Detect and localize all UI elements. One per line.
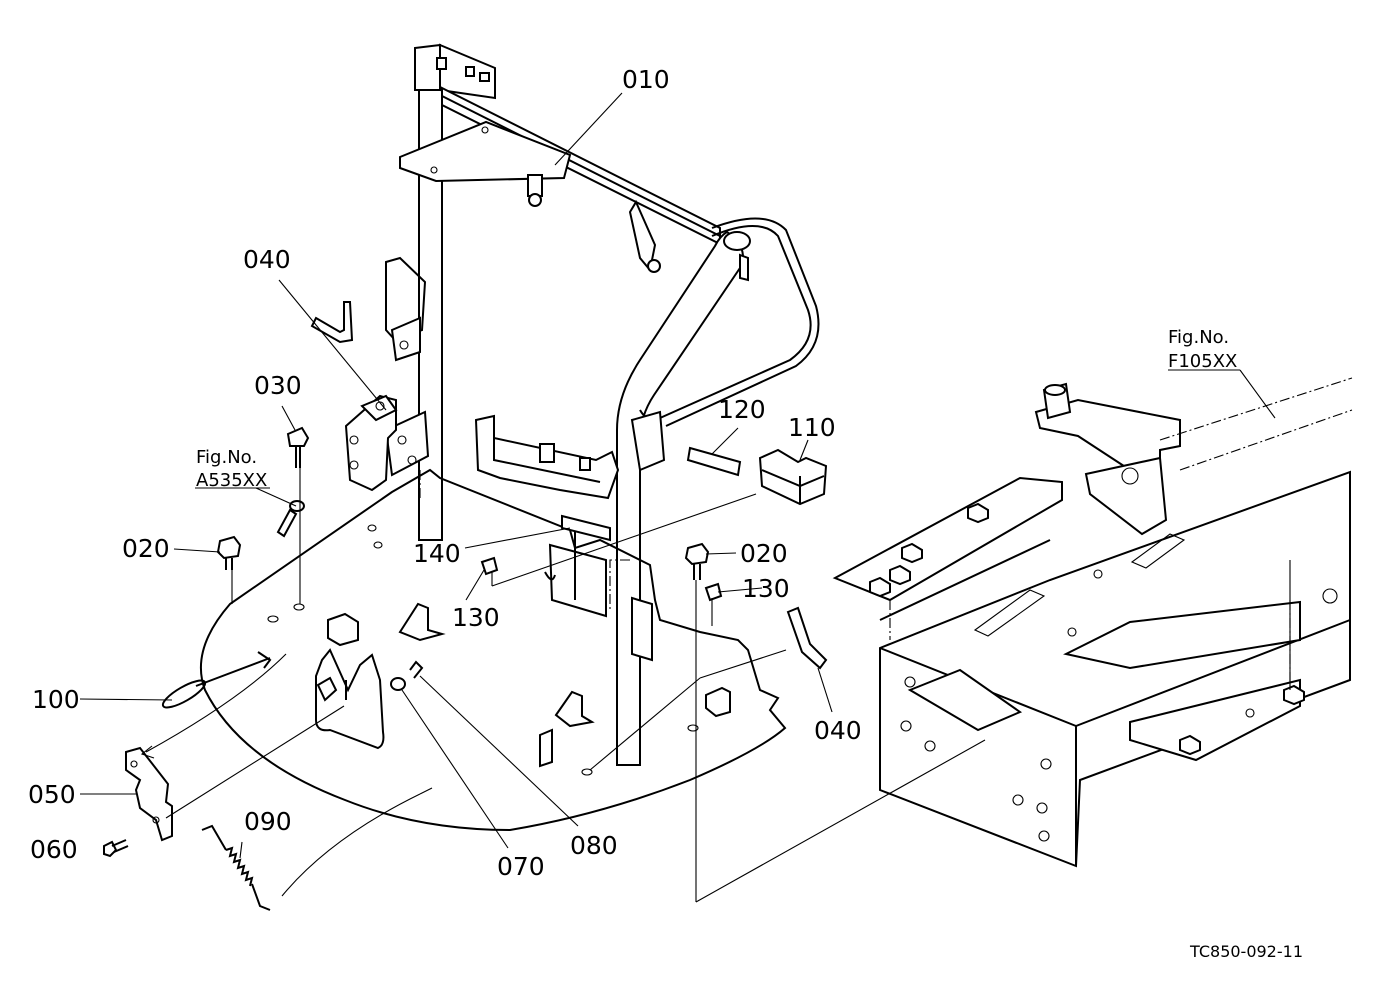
bracket-050 xyxy=(125,746,173,842)
callout-060: 060 xyxy=(30,835,78,864)
callout-050: 050 xyxy=(28,780,76,809)
rubber-strip-120 xyxy=(686,446,742,477)
figure-ref-left-label: Fig.No. xyxy=(196,447,257,468)
bolt-020-left xyxy=(216,535,242,570)
callout-100: 100 xyxy=(32,685,80,714)
diagram-id: TC850-092-11 xyxy=(1189,942,1303,961)
callout-030: 030 xyxy=(254,371,302,400)
bolt-030 xyxy=(286,426,310,468)
spring-090 xyxy=(201,824,271,911)
bolt-060 xyxy=(103,839,129,858)
figure-ref-right: Fig.No. F105XX xyxy=(1168,327,1237,372)
callout-130-right: 130 xyxy=(742,574,790,603)
strip-140 xyxy=(561,514,611,542)
bolt-020-right xyxy=(684,542,710,580)
main-frame xyxy=(832,382,1351,868)
spacer-130-right xyxy=(704,582,723,602)
figure-ref-right-code: F105XX xyxy=(1168,351,1237,372)
floor-plate xyxy=(199,468,787,832)
callout-120: 120 xyxy=(718,395,766,424)
rops-frame xyxy=(384,43,820,766)
callout-020-left: 020 xyxy=(122,534,170,563)
callout-140: 140 xyxy=(413,539,461,568)
callout-leaders xyxy=(79,92,1276,859)
rubber-strip-040-right xyxy=(786,606,828,670)
loop-clip-100 xyxy=(161,651,272,709)
figure-ref-left: Fig.No. A535XX xyxy=(196,447,267,491)
callout-080: 080 xyxy=(570,831,618,860)
figure-ref-right-label: Fig.No. xyxy=(1168,327,1229,348)
callout-070: 070 xyxy=(497,852,545,881)
rubber-strip-040-top xyxy=(310,301,354,344)
callout-040-right: 040 xyxy=(814,716,862,745)
callout-110: 110 xyxy=(788,413,836,442)
figure-ref-left-code: A535XX xyxy=(196,470,267,491)
callout-090: 090 xyxy=(244,807,292,836)
spacer-130-left xyxy=(480,556,499,576)
callout-020-right: 020 xyxy=(740,539,788,568)
washer-070 xyxy=(390,677,406,691)
rubber-block-110 xyxy=(758,448,828,506)
callout-040-top: 040 xyxy=(243,245,291,274)
leader-and-assembly-lines xyxy=(140,464,1291,903)
callout-130-left: 130 xyxy=(452,603,500,632)
clip-pin-080 xyxy=(409,660,424,679)
callout-010: 010 xyxy=(622,65,670,94)
